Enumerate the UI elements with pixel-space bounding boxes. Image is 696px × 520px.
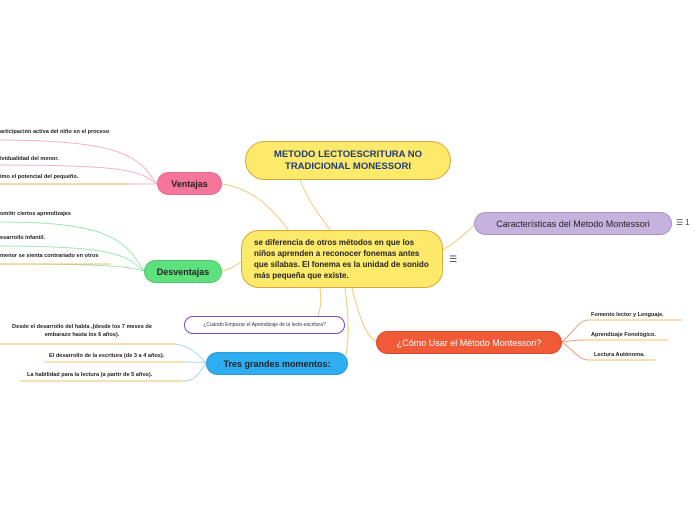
branch-caracteristicas[interactable]: Características del Metodo Montessori [474,212,672,235]
branch-tres-momentos[interactable]: Tres grandes momentos: [206,352,348,375]
link-momentos-item-2 [184,361,207,364]
collapsed-list-icon: ☰ [676,218,684,227]
link-title-central [299,179,331,231]
desventajas-item[interactable]: omitir ciertos aprendizajes [0,211,71,217]
branch-desventajas[interactable]: Desventajas [144,260,222,283]
momentos-item[interactable]: La habilidad para la lectura (a partir d… [27,372,153,378]
central-topic[interactable]: se diferencia de otros métodos en que lo… [241,230,443,288]
note-cuando-empezar[interactable]: ¿Cuándo Empezar el Aprendizaje de la lec… [184,316,345,334]
desventajas-item[interactable]: menor se sienta contrariado en otros [0,253,99,259]
link-momentos-item-1 [174,343,207,364]
desventajas-item[interactable]: esarrollo infantil. [0,235,46,241]
ventajas-item[interactable]: ividualidad del menor. [0,156,59,162]
link-desventajas-item-3 [0,263,145,272]
como-usar-item[interactable]: Aprendizaje Fonológico. [591,332,656,338]
como-usar-item[interactable]: Lectura Autónoma. [594,352,645,358]
link-momentos-item-3 [184,362,207,382]
momentos-item[interactable]: El desarrollo de la escritura (de 3 a 4 … [49,353,165,359]
link-ventajas-item-1 [0,139,158,185]
ventajas-item[interactable]: articipación activa del niño en el proce… [0,129,110,135]
collapsed-count-badge[interactable]: ☰ 1 [676,218,690,228]
link-central-caracteristicas [442,223,477,251]
link-como-usar-item-3 [561,341,589,361]
link-desventajas-item-2 [0,245,145,272]
menu-lines-icon[interactable]: ☰ [449,254,458,264]
link-como-usar-item-2 [561,339,589,343]
link-central-desventajas [221,261,242,272]
link-central-momentos [344,287,349,356]
link-central-note [317,287,322,317]
map-title[interactable]: METODO LECTOESCRITURA NO TRADICIONAL MON… [245,141,451,180]
link-central-ventajas [221,183,291,233]
link-central-como-usar [351,287,379,343]
link-como-usar-item-1 [561,319,589,343]
ventajas-item[interactable]: imo el potencial del pequeño. [0,174,79,180]
link-ventajas-item-2 [0,164,158,185]
como-usar-item[interactable]: Fomento lector y Lenguaje. [591,312,664,318]
branch-ventajas[interactable]: Ventajas [157,172,222,195]
link-desventajas-item-1 [0,221,145,272]
momentos-item[interactable]: Desde el desarrollo del habla ,(desde lo… [12,324,152,338]
collapsed-count: 1 [685,218,690,227]
branch-como-usar[interactable]: ¿Cómo Usar el Método Montessori? [376,331,562,354]
